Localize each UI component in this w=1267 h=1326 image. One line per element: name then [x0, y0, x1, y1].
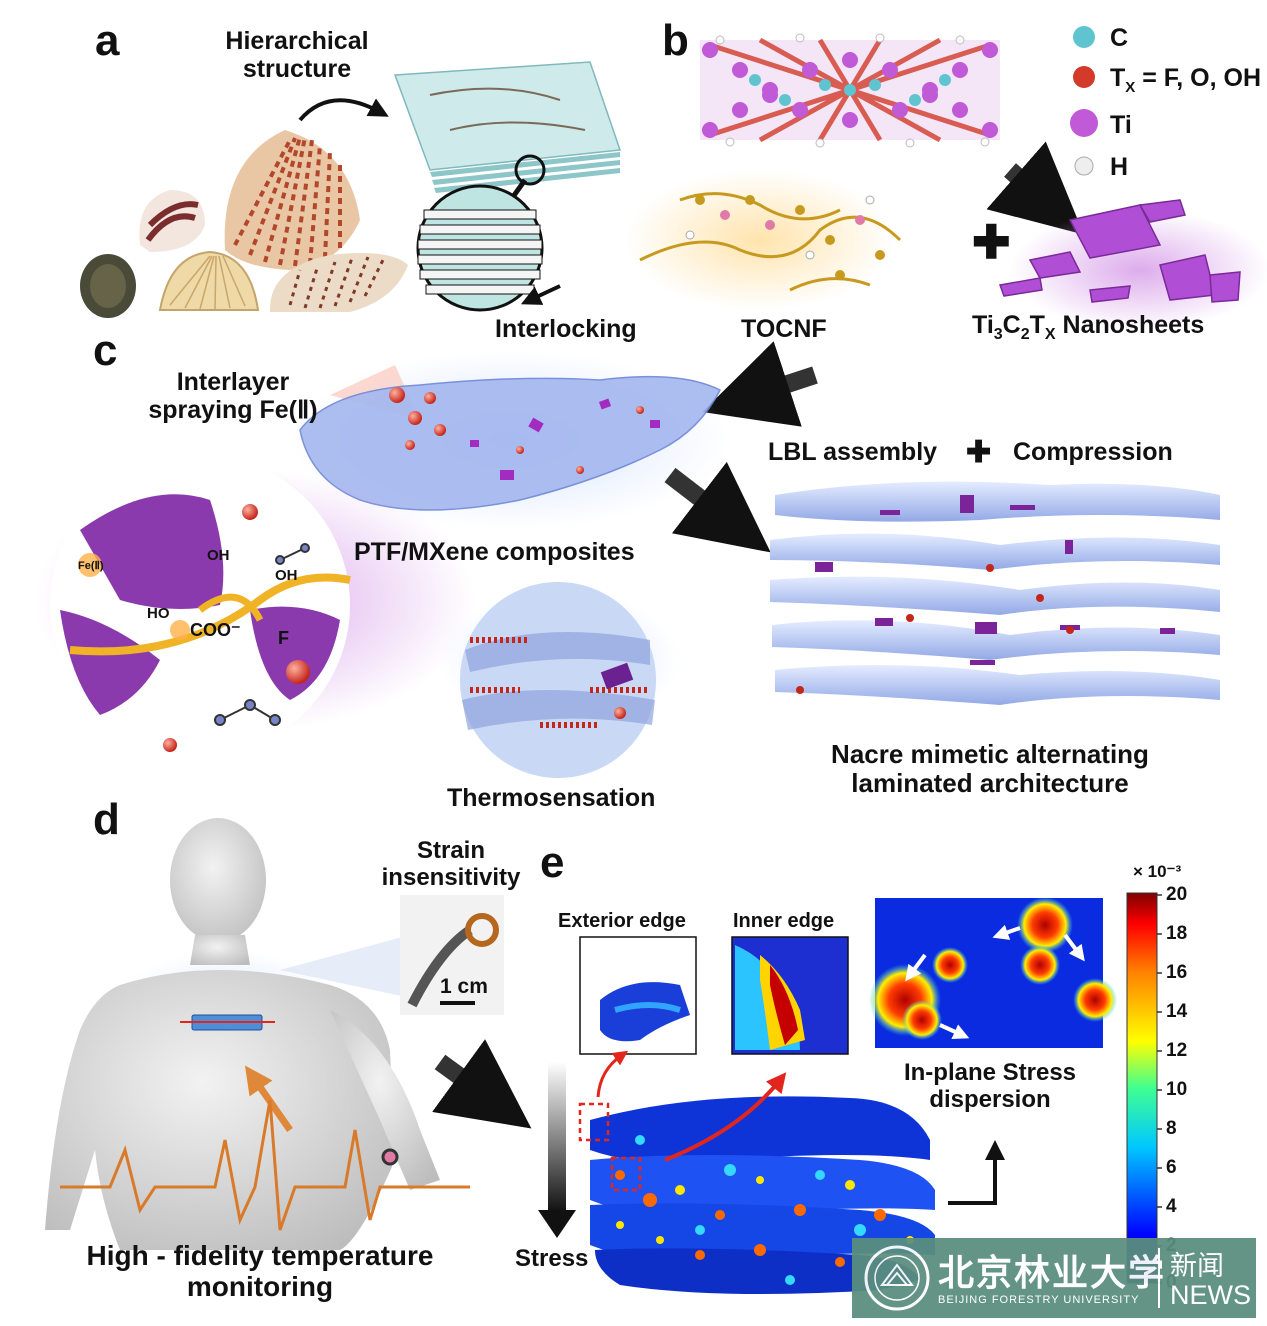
curved-arrow-a [298, 98, 389, 122]
watermark-en: BEIJING FORESTRY UNIVERSITY [938, 1294, 1140, 1306]
thermo-circle [460, 582, 656, 778]
inplane-label: In-plane Stress dispersion [903, 1059, 1077, 1113]
panel-label-b: b [662, 16, 689, 65]
composites-label: PTF/MXene composites [354, 538, 635, 566]
shells-group [80, 130, 408, 318]
oh-label-1: OH [207, 547, 230, 564]
exterior-edge-marker [578, 1102, 610, 1142]
fe-spheres [389, 387, 644, 474]
inner-edge-arrow [664, 1072, 787, 1162]
nacre-label: Nacre mimetic alternating laminated arch… [831, 739, 1149, 799]
colorbar-tick: 8 [1166, 1118, 1177, 1139]
arrow-to-composite [702, 341, 818, 427]
colorbar-tick: 18 [1166, 923, 1188, 944]
plus-icon: ✚ [966, 436, 992, 469]
colorbar-tick: 6 [1166, 1157, 1177, 1178]
interlocking-arrow [520, 284, 561, 305]
shell-conch [269, 252, 408, 312]
wearable-photo [400, 895, 504, 1015]
watermark-news-cn: 新闻 [1170, 1251, 1224, 1282]
legend-c-label: C [1110, 24, 1129, 52]
composite-flakes [470, 398, 660, 480]
inplane-corner-arrow [948, 1140, 1005, 1205]
stress-stack [590, 1096, 935, 1294]
panel-label-d: d [93, 795, 120, 844]
thermosensation-label: Thermosensation [447, 784, 656, 812]
legend-h-label: H [1110, 153, 1129, 181]
compression-label: Compression [1013, 438, 1173, 466]
watermark-badge: 北京林业大学 BEIJING FORESTRY UNIVERSITY 新闻 NE… [852, 1238, 1256, 1318]
arrow-to-laminate [664, 461, 771, 553]
colorbar-tick: 4 [1166, 1196, 1177, 1217]
watermark-news-en: NEWS [1170, 1280, 1251, 1310]
tocnf-atoms [685, 195, 885, 280]
arrow-to-nanosheets [986, 141, 1084, 235]
stress-arrow-head [538, 1210, 576, 1238]
lbl-assembly-label: LBL assembly [768, 438, 938, 466]
shell-clam [158, 250, 260, 311]
wrist-sensor [381, 1148, 399, 1166]
molecular-detail-circle [50, 455, 351, 755]
ecg-line [60, 1099, 470, 1231]
inplane-inset [869, 897, 1117, 1048]
arrow-to-stress [432, 1039, 532, 1129]
plus-sign-b: ✚ [972, 216, 1011, 268]
laminate-stack [770, 481, 1220, 705]
inner-edge-marker [610, 1156, 642, 1192]
exterior-edge-arrow [596, 1050, 629, 1098]
coo-label: COO⁻ [190, 620, 241, 640]
f-label: F [278, 628, 289, 648]
legend-tx-label: TX = F, O, OH [1110, 64, 1262, 96]
fe-ion-label: Fe(Ⅱ) [78, 560, 104, 572]
panel-label-c: c [93, 326, 118, 375]
colorbar-tick: 12 [1166, 1040, 1188, 1061]
mxene-crystal [700, 33, 1000, 148]
university-seal-icon [864, 1245, 930, 1311]
spraying-label: Interlayer spraying Fe(Ⅱ) [148, 368, 318, 424]
scale-bar-label: 1 cm [440, 975, 488, 998]
magnified-view [416, 184, 544, 312]
tocnf-label: TOCNF [741, 315, 827, 343]
watermark-divider [1158, 1248, 1160, 1308]
watermark-cn: 北京林业大学 [938, 1252, 1167, 1294]
colorbar [1126, 892, 1158, 1284]
beam-to-wearable [280, 935, 420, 1000]
colorbar-tick: 10 [1166, 1079, 1188, 1100]
strain-insensitivity-label: Strain insensitivity [381, 837, 521, 891]
exterior-edge-label: Exterior edge [558, 910, 686, 932]
monitoring-label: High - fidelity temperature monitoring [86, 1240, 434, 1303]
oh-label-2: OH [275, 567, 298, 584]
colorbar-tick: 16 [1166, 962, 1188, 983]
magnifier-small [514, 154, 546, 186]
legend-dots [1070, 26, 1098, 176]
hierarchical-structure-label: Hierarchical structure [225, 27, 369, 83]
exterior-edge-inset [579, 936, 697, 1055]
stress-label: Stress [515, 1245, 589, 1272]
layered-stack [393, 61, 622, 193]
stress-arrow-shaft [548, 1062, 566, 1212]
mxene-nanosheets [998, 199, 1241, 303]
colorbar-exponent: × 10⁻³ [1133, 862, 1182, 881]
inner-edge-label: Inner edge [733, 910, 835, 932]
colorbar-tick: 20 [1166, 884, 1188, 905]
panel-label-a: a [95, 16, 120, 65]
ho-label: HO [147, 605, 170, 622]
legend-ti-label: Ti [1110, 111, 1132, 139]
interlocking-label: Interlocking [495, 315, 637, 343]
nanosheets-label: Ti3C2TX Nanosheets [972, 311, 1205, 343]
inner-edge-inset [731, 936, 849, 1055]
colorbar-tick: 14 [1166, 1001, 1188, 1022]
panel-label-e: e [540, 838, 565, 887]
